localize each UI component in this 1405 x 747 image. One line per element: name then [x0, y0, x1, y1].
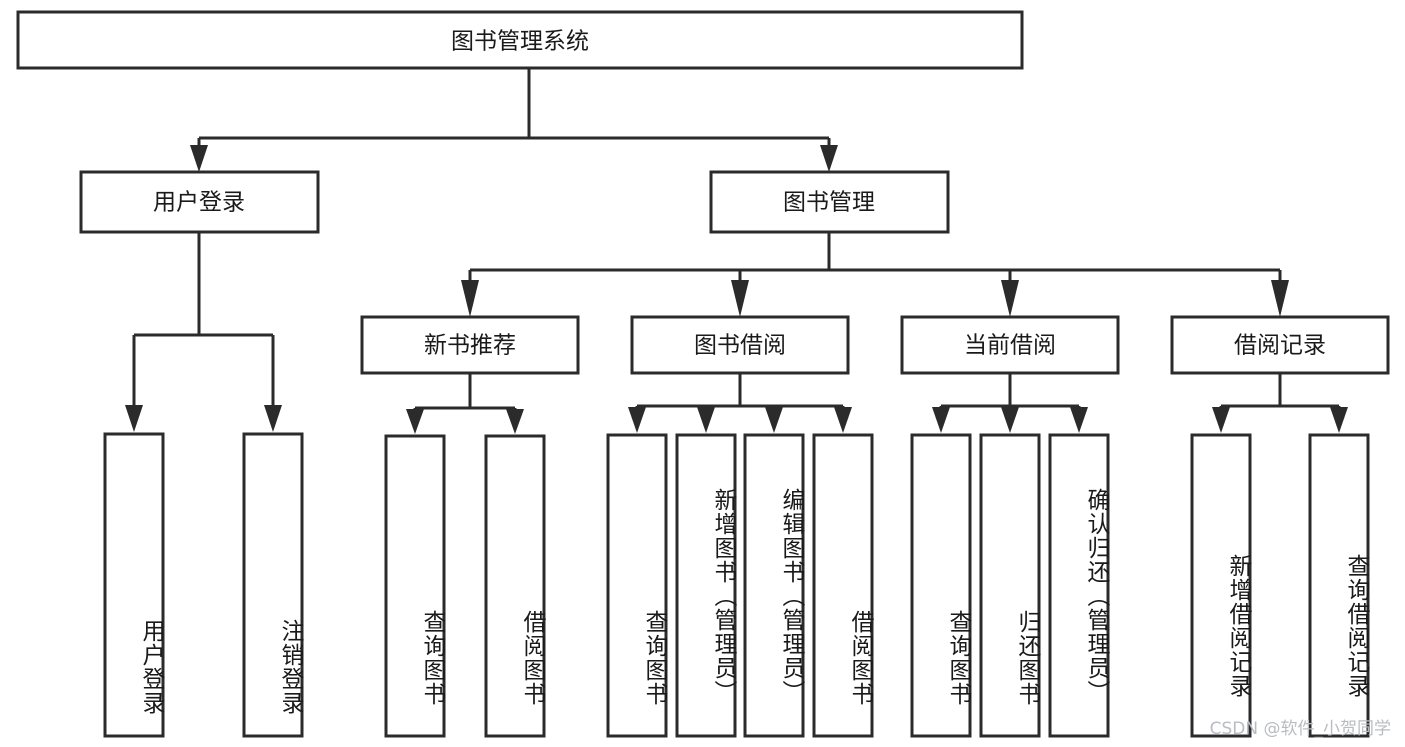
node-leaf-add-record-box[interactable]: [1190, 433, 1252, 738]
arrow-to-user-login-icon: [190, 145, 208, 172]
node-root-box[interactable]: [16, 10, 1024, 70]
node-new-book-rec-box[interactable]: [360, 315, 580, 375]
arrow-to-leaf-query-record-icon: [1330, 407, 1348, 433]
node-book-borrow-box[interactable]: [630, 315, 850, 375]
arrow-to-borrow-record-icon: [1271, 280, 1289, 317]
node-leaf-user-login-box[interactable]: [103, 432, 165, 738]
node-leaf-query-book-2-box[interactable]: [606, 433, 668, 738]
node-leaf-borrow-book-1-box[interactable]: [484, 434, 546, 738]
node-leaf-return-book-box[interactable]: [979, 433, 1041, 738]
node-new-book-rec-label: 新书推荐: [424, 333, 516, 359]
node-book-borrow-label: 图书借阅: [694, 333, 786, 359]
arrow-to-new-book-rec-icon: [461, 280, 479, 317]
arrow-to-leaf-query-book-2-icon: [628, 407, 646, 433]
node-leaf-confirm-return-box[interactable]: [1048, 433, 1110, 738]
node-current-borrow-box[interactable]: [900, 315, 1120, 375]
node-current-borrow-label: 当前借阅: [964, 333, 1056, 359]
arrow-to-leaf-add-book-icon: [697, 407, 715, 433]
arrow-to-book-borrow-icon: [731, 280, 749, 317]
arrow-to-leaf-user-login-icon: [125, 405, 143, 432]
node-leaf-query-record-box[interactable]: [1308, 433, 1370, 738]
arrow-to-leaf-borrow-book-1-icon: [506, 409, 524, 434]
node-leaf-edit-book-box[interactable]: [743, 433, 805, 738]
arrow-to-book-manage-icon: [820, 145, 838, 172]
arrow-to-leaf-return-book-icon: [1001, 407, 1019, 433]
arrow-to-leaf-confirm-return-icon: [1070, 407, 1088, 433]
arrow-to-leaf-borrow-book-2-icon: [834, 407, 852, 433]
node-borrow-record-box[interactable]: [1170, 315, 1390, 375]
csdn-watermark: CSDN @软件_小贺同学: [1209, 719, 1391, 739]
node-book-manage-label: 图书管理: [783, 190, 875, 216]
node-root-label: 图书管理系统: [451, 29, 589, 55]
node-leaf-borrow-book-2-box[interactable]: [812, 433, 874, 738]
node-leaf-query-book-1-box[interactable]: [384, 434, 446, 738]
arrow-to-leaf-query-book-3-icon: [932, 407, 950, 433]
node-borrow-record-label: 借阅记录: [1234, 333, 1326, 359]
arrow-to-leaf-add-record-icon: [1212, 407, 1230, 433]
node-leaf-query-book-3-box[interactable]: [910, 433, 972, 738]
arrow-to-leaf-user-logout-icon: [264, 405, 282, 432]
arrow-to-leaf-edit-book-icon: [765, 407, 783, 433]
arrow-to-leaf-query-book-1-icon: [406, 409, 424, 434]
node-leaf-add-book-box[interactable]: [675, 433, 737, 738]
arrow-to-current-borrow-icon: [1001, 280, 1019, 317]
node-user-login-label: 用户登录: [153, 190, 245, 216]
node-book-manage-box[interactable]: [709, 170, 950, 234]
node-leaf-user-logout-box[interactable]: [242, 432, 304, 738]
